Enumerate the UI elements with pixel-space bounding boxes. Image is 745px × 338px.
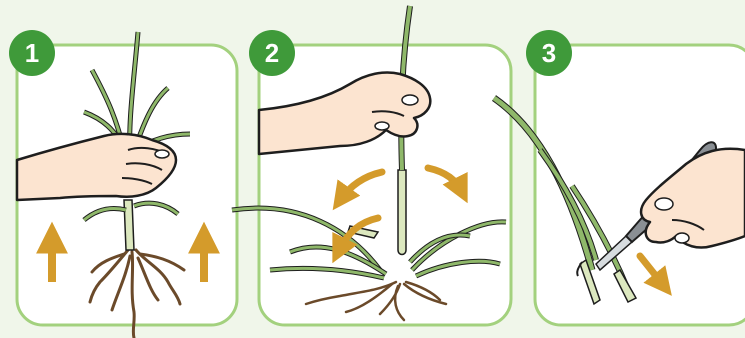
panel-step-1 (17, 32, 237, 338)
panel-step-3 (494, 45, 745, 325)
step-badge-2: 2 (249, 30, 295, 76)
step-badge-3: 3 (526, 30, 572, 76)
step-badge-1: 1 (9, 30, 55, 76)
